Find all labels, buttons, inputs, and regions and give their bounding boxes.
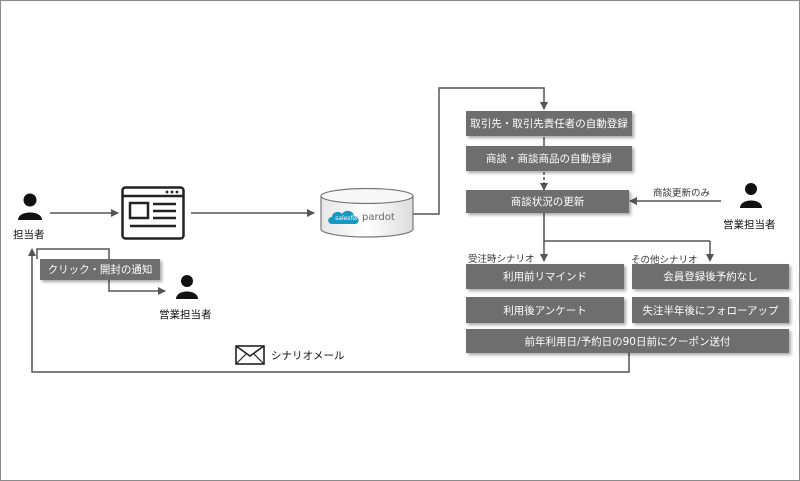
other-scenario-label: その他シナリオ bbox=[631, 255, 698, 266]
person-icon bbox=[18, 193, 42, 220]
click-open-notice-box: クリック・開封の通知 bbox=[40, 259, 160, 280]
pardot-product-text: pardot bbox=[362, 212, 395, 223]
arrow-pardot-to-account-box bbox=[413, 87, 548, 215]
post-use-survey-box: 利用後アンケート bbox=[466, 297, 624, 323]
scenario-mail-label: シナリオメール bbox=[271, 350, 345, 362]
left-person-label: 担当者 bbox=[13, 229, 45, 241]
envelope-icon bbox=[235, 345, 265, 365]
salesforce-brand-text: salesforce bbox=[335, 215, 366, 222]
sales-person-icon bbox=[176, 275, 198, 299]
arrow-scenario-mail-return bbox=[28, 248, 630, 373]
deal-update-only-label: 商談更新のみ bbox=[653, 188, 711, 199]
salesforce-cloud-logo bbox=[328, 210, 359, 224]
deal-auto-register-box: 商談・商談商品の自動登録 bbox=[466, 146, 632, 171]
sales-person-icon bbox=[740, 183, 762, 208]
lost-deal-followup-box: 失注半年後にフォローアップ bbox=[632, 297, 789, 323]
pre-use-reminder-box: 利用前リマインド bbox=[466, 264, 624, 289]
right-sales-person-label: 営業担当者 bbox=[723, 219, 776, 231]
account-auto-register-box: 取引先・取引先責任者の自動登録 bbox=[466, 111, 632, 136]
lower-sales-person-label: 営業担当者 bbox=[159, 309, 212, 321]
deal-status-update-box: 商談状況の更新 bbox=[466, 190, 629, 213]
arrow-click-notice-to-sales bbox=[36, 248, 166, 295]
coupon-send-box: 前年利用日/予約日の90日前にクーポン送付 bbox=[466, 329, 789, 353]
member-no-reservation-box: 会員登録後予約なし bbox=[632, 264, 789, 289]
pardot-database-icon bbox=[320, 187, 414, 238]
received-scenario-label: 受注時シナリオ bbox=[468, 254, 535, 265]
browser-window-icon bbox=[121, 186, 185, 240]
